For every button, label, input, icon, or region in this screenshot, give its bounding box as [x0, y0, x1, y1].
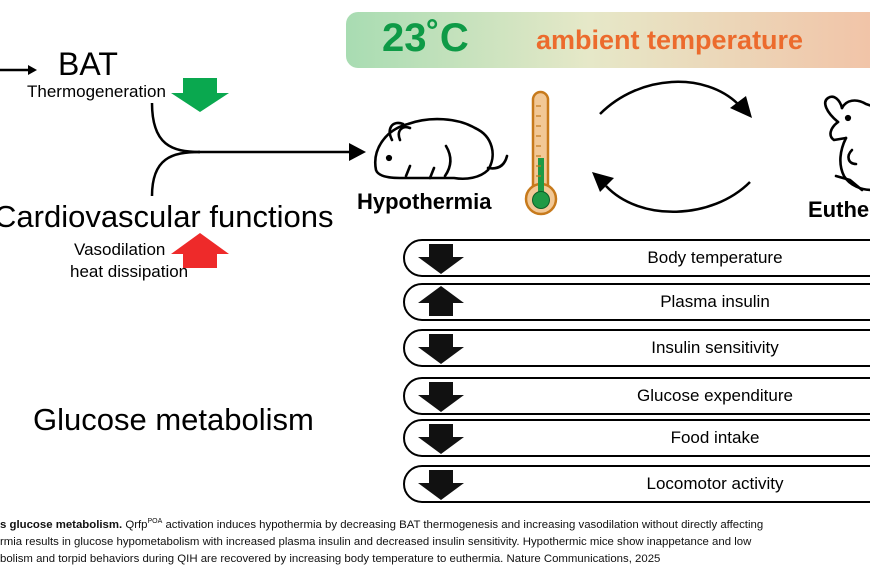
effect-row-label: Locomotor activity — [646, 474, 784, 493]
caption-line3: bolism and torpid behaviors during QIH a… — [0, 553, 661, 565]
caption-superscript: POA — [147, 518, 163, 526]
effect-row-outline — [403, 329, 870, 367]
temperature-value: 23˚C — [382, 16, 469, 60]
arrow-down-icon — [418, 470, 464, 500]
caption-line1-post: activation induces hypothermia by decrea… — [162, 519, 764, 531]
arrow-up-icon — [418, 286, 464, 316]
recovery-cycle-arrows — [592, 80, 752, 213]
bat-input-arrow — [0, 65, 37, 75]
effect-row-label: Body temperature — [647, 248, 783, 267]
effect-row-outline — [403, 239, 870, 277]
ambient-temperature-label: ambient temperature — [536, 25, 804, 55]
arrow-down-icon — [418, 382, 464, 412]
bat-label: BAT — [58, 46, 118, 82]
effect-row-outline — [403, 419, 870, 457]
effect-row-outline — [403, 283, 870, 321]
effect-row-label: Glucose expenditure — [637, 386, 793, 405]
arrow-down-icon — [418, 244, 464, 274]
vasodilation-up-arrow — [171, 233, 229, 268]
standing-mouse-icon — [824, 95, 870, 192]
effects-table — [403, 239, 870, 503]
vasodilation-label: Vasodilation — [74, 240, 166, 259]
figure-caption: s glucose metabolism. QrfpPOA activation… — [0, 517, 870, 579]
effect-row-outline — [403, 465, 870, 503]
cardiovascular-functions-label: Cardiovascular functions — [0, 199, 334, 234]
heat-dissipation-label: heat dissipation — [70, 262, 189, 281]
cardio-converging-curve — [150, 150, 201, 197]
caption-line2: rmia results in glucose hypometabolism w… — [0, 536, 752, 548]
effect-row-label: Plasma insulin — [660, 292, 770, 311]
hypothermia-label: Hypothermia — [357, 189, 492, 214]
effect-row-label: Insulin sensitivity — [651, 338, 779, 357]
caption-bold: s glucose metabolism. — [0, 519, 123, 531]
ambient-temperature-banner — [346, 12, 870, 68]
effect-row-label: Food intake — [670, 428, 760, 447]
caption-line1-pre: Qrfp — [122, 519, 148, 531]
sleeping-mouse-icon — [373, 117, 509, 181]
thermogeneration-label: Thermogeneration — [27, 82, 166, 101]
thermogeneration-down-arrow — [171, 78, 229, 112]
to-hypothermia-arrowhead — [349, 143, 366, 161]
arrow-down-icon — [418, 334, 464, 364]
arrow-down-icon — [418, 424, 464, 454]
glucose-metabolism-label: Glucose metabolism — [33, 402, 314, 437]
effect-row-outline — [403, 377, 870, 415]
bat-converging-curve — [150, 102, 201, 154]
thermometer-icon — [524, 90, 558, 216]
euthermia-label: Euthe — [808, 197, 870, 222]
